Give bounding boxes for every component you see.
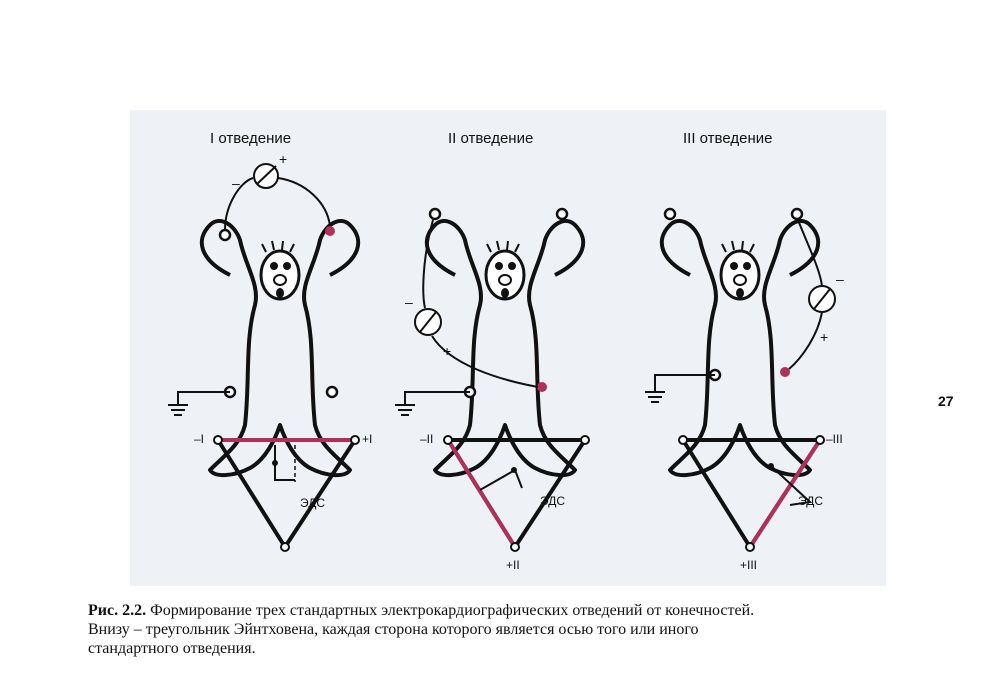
figure: – + – + — [130, 110, 886, 586]
lead-ii-pos-label: +II — [506, 558, 520, 572]
lead-iii-neg-label: –III — [826, 432, 843, 446]
caption-line-2: Внизу – треугольник Эйнтховена, каждая с… — [88, 621, 699, 638]
svg-text:+: + — [279, 151, 287, 167]
svg-text:–: – — [836, 271, 844, 287]
caption-line-1-text: Формирование трех стандартных электрокар… — [146, 602, 755, 619]
svg-text:–: – — [232, 175, 240, 191]
lead-i-title: I отведение — [210, 130, 292, 147]
lead-iii-emf-label: ЭДС — [798, 494, 824, 508]
lead-i-pos-label: +I — [362, 432, 373, 446]
lead-ii-title: II отведение — [448, 130, 534, 147]
lead-i-emf-label: ЭДС — [300, 496, 326, 510]
caption-label: Рис. 2.2. — [88, 602, 147, 619]
page-number: 27 — [938, 393, 954, 409]
lead-iii-figure: – + — [645, 207, 844, 552]
lead-ii-neg-label: –II — [420, 432, 434, 446]
lead-i-neg-label: –I — [194, 432, 205, 446]
svg-text:–: – — [405, 294, 413, 310]
lead-i-figure: – + — [168, 151, 361, 552]
svg-text:+: + — [820, 329, 828, 345]
caption-line-1: Рис. 2.2. Формирование трех стандартных … — [88, 601, 916, 620]
svg-text:+: + — [443, 343, 451, 359]
figure-caption: Рис. 2.2. Формирование трех стандартных … — [88, 601, 916, 658]
figure-drawing: – + – + — [168, 151, 844, 552]
lead-ii-emf-label: ЭДС — [540, 494, 566, 508]
lead-iii-pos-label: +III — [740, 558, 758, 572]
lead-iii-title: III отведение — [683, 130, 773, 147]
caption-line-3: стандартного отведения. — [88, 640, 256, 657]
lead-ii-figure: – + — [395, 207, 590, 552]
